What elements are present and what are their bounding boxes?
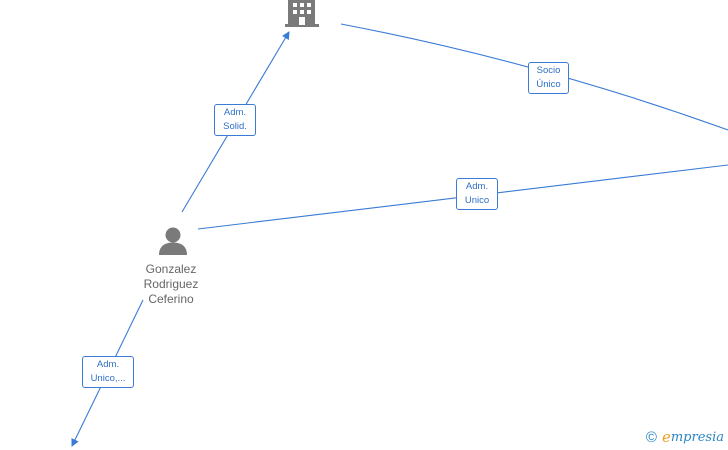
empresia-watermark: © e mpresia <box>646 428 724 446</box>
edge-label-socio-unico[interactable]: Socio Único <box>528 62 569 94</box>
copyright-symbol: © <box>645 428 657 446</box>
edge-label-line: Adm. <box>223 107 247 118</box>
edge-label-line: Adm. <box>96 359 120 370</box>
edge-label-line: Adm. <box>465 181 489 192</box>
company-node[interactable] <box>285 0 319 32</box>
brand-logo-initial: e <box>661 428 671 446</box>
edge-label-adm-unico-more[interactable]: Adm. Unico,... <box>82 356 134 388</box>
edge-label-line: Unico <box>464 195 490 206</box>
edge-label-adm-solid[interactable]: Adm. Solid. <box>214 104 256 136</box>
edge-label-line: Socio <box>536 65 561 76</box>
person-name[interactable]: Gonzalez Rodriguez Ceferino <box>126 262 216 307</box>
person-name-line-3: Ceferino <box>148 292 194 306</box>
person-name-line-2: Rodriguez <box>143 277 199 291</box>
person-icon <box>159 227 187 255</box>
person-node[interactable] <box>158 227 188 260</box>
edge-label-line: Solid. <box>223 121 247 132</box>
building-icon <box>285 0 319 27</box>
brand-logo-text: mpresia <box>670 429 724 445</box>
edge-label-adm-unico[interactable]: Adm. Unico <box>456 178 498 210</box>
edge-label-line: Unico,... <box>90 373 126 384</box>
edge-label-line: Único <box>536 79 561 90</box>
person-name-line-1: Gonzalez <box>145 262 197 276</box>
